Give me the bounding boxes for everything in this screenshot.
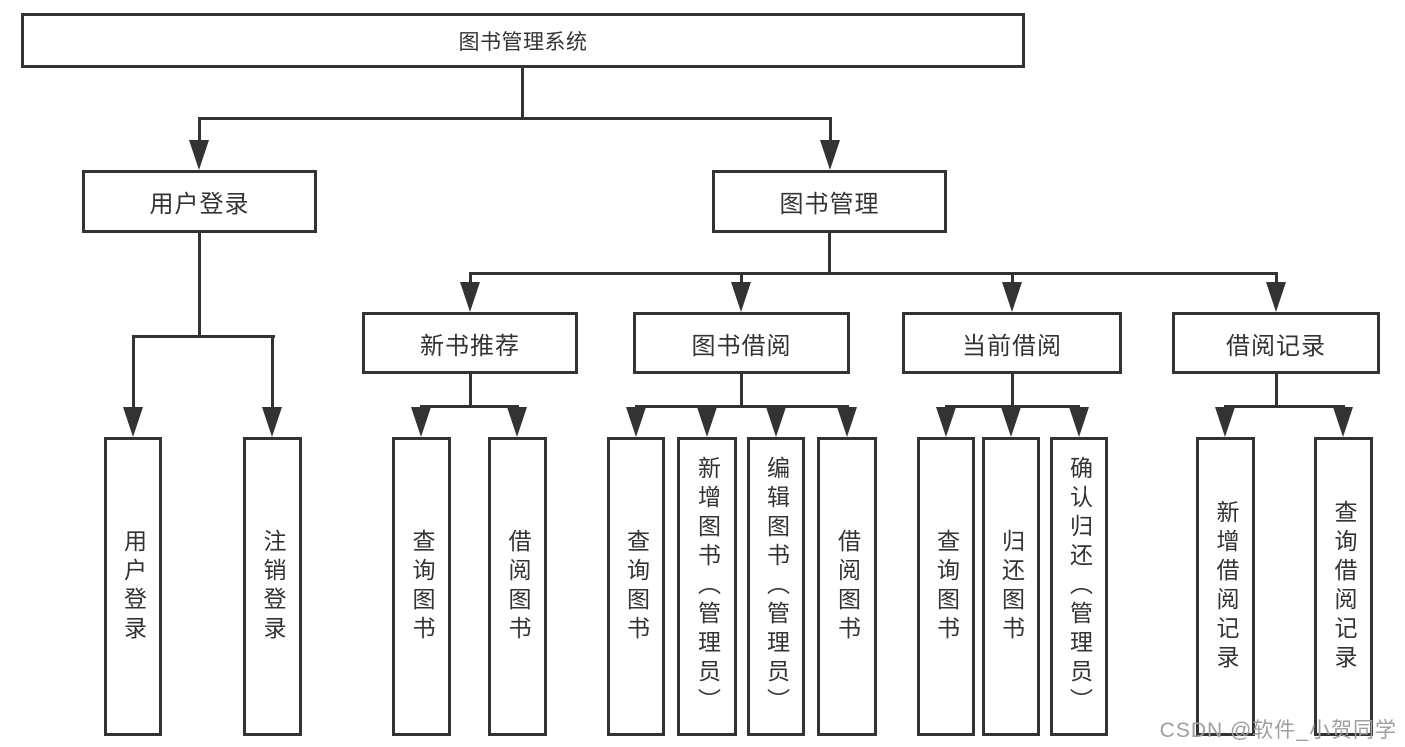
arrow-down-icon: [1069, 407, 1089, 437]
arrow-down-icon: [1215, 407, 1235, 437]
arrow-down-icon: [820, 140, 840, 170]
node-new-book-recommend: 新书推荐: [362, 312, 578, 374]
connector-book-borrow-stem: [740, 374, 743, 407]
connector-current-borrow-stem: [1011, 374, 1014, 407]
leaf-query-book-borrow: 查询图书: [607, 437, 665, 736]
node-book-management: 图书管理: [712, 170, 947, 233]
connector-borrow-record-hbar: [1224, 405, 1345, 408]
arrow-down-icon: [936, 407, 956, 437]
arrow-down-icon: [1266, 282, 1286, 312]
leaf-confirm-return-admin: 确认归还（管理员）: [1050, 437, 1108, 736]
connector-new-book-recommend-shaft: [469, 275, 472, 284]
arrow-down-icon: [626, 407, 646, 437]
arrow-down-icon: [189, 140, 209, 170]
node-book-borrow: 图书借阅: [633, 312, 850, 374]
arrow-down-icon: [460, 282, 480, 312]
arrow-down-icon: [837, 407, 857, 437]
arrow-down-icon: [262, 407, 282, 437]
connector-book-management-shaft: [829, 120, 832, 142]
leaf-add-borrow-record: 新增借阅记录: [1196, 437, 1255, 736]
leaf-query-book-current: 查询图书: [917, 437, 975, 736]
connector-user-login-shaft: [198, 120, 201, 142]
leaf-add-book-admin: 新增图书（管理员）: [677, 437, 737, 736]
connector-book-borrow-shaft: [740, 275, 743, 284]
node-root: 图书管理系统: [21, 13, 1025, 68]
connector-book-management-hbar: [469, 272, 1278, 275]
connector-book-borrow-hbar: [635, 405, 849, 408]
node-current-borrow: 当前借阅: [902, 312, 1122, 374]
watermark: CSDN @软件_小贺同学: [1159, 719, 1397, 742]
leaf-edit-book-admin: 编辑图书（管理员）: [747, 437, 805, 736]
connector-leaf-logout-shaft: [271, 338, 274, 407]
arrow-down-icon: [507, 407, 527, 437]
connector-user-login-stem: [198, 233, 201, 337]
connector-root-stem: [521, 68, 524, 120]
connector-current-borrow-hbar: [945, 405, 1080, 408]
node-user-login: 用户登录: [82, 170, 317, 233]
connector-current-borrow-shaft: [1011, 275, 1014, 284]
leaf-borrow-book-borrow: 借阅图书: [817, 437, 877, 736]
arrow-down-icon: [1001, 407, 1021, 437]
arrow-down-icon: [731, 282, 751, 312]
connector-new-book-recommend-hbar: [420, 405, 519, 408]
connector-leaf-user-login-shaft: [132, 338, 135, 407]
arrow-down-icon: [123, 407, 143, 437]
node-borrow-record: 借阅记录: [1172, 312, 1380, 374]
leaf-query-borrow-record: 查询借阅记录: [1314, 437, 1373, 736]
connector-root-hbar: [198, 117, 832, 120]
arrow-down-icon: [411, 407, 431, 437]
arrow-down-icon: [766, 407, 786, 437]
leaf-return-book: 归还图书: [982, 437, 1040, 736]
arrow-down-icon: [1333, 407, 1353, 437]
connector-new-book-recommend-stem: [469, 374, 472, 407]
leaf-user-login: 用户登录: [104, 437, 162, 736]
leaf-borrow-book-recommend: 借阅图书: [488, 437, 547, 736]
arrow-down-icon: [1002, 282, 1022, 312]
leaf-query-book-recommend: 查询图书: [392, 437, 451, 736]
leaf-logout: 注销登录: [243, 437, 302, 736]
connector-borrow-record-shaft: [1275, 275, 1278, 284]
connector-borrow-record-stem: [1275, 374, 1278, 407]
connector-book-management-stem: [828, 233, 831, 274]
arrow-down-icon: [697, 407, 717, 437]
connector-user-login-hbar: [132, 335, 275, 338]
